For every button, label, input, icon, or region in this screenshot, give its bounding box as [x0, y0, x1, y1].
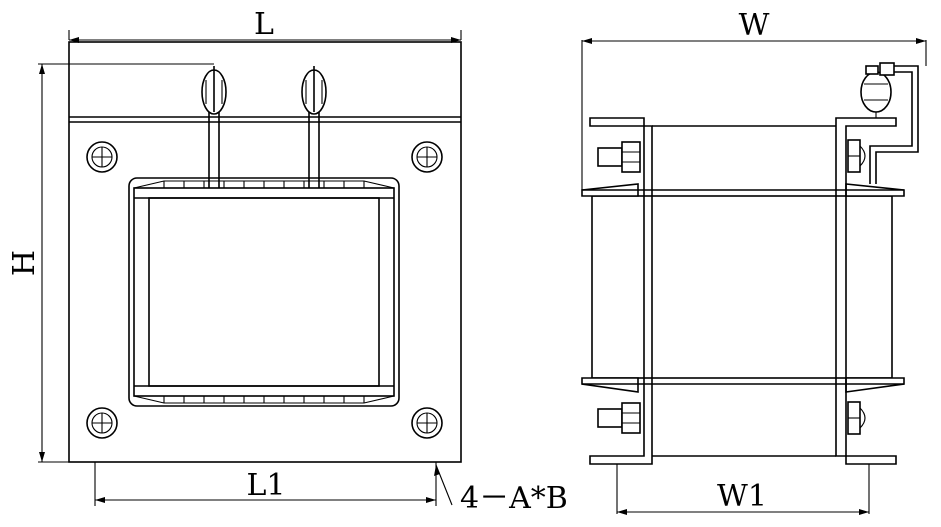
screw-top-left	[86, 141, 118, 173]
holes-callout: 4－A*B	[434, 464, 568, 516]
screw-bottom-right	[411, 407, 443, 439]
bracket-left	[589, 117, 653, 465]
terminal-right	[301, 66, 327, 115]
bracket-right	[835, 117, 897, 465]
label-l: L	[254, 7, 274, 42]
bolt-upper-left	[597, 141, 641, 173]
label-w: W	[739, 8, 770, 43]
lower-flange	[581, 377, 905, 393]
front-plate	[68, 41, 462, 463]
screw-top-right	[411, 141, 443, 173]
upper-flange	[581, 183, 905, 197]
dimension-w1: W1	[616, 464, 870, 515]
dimension-h: H	[7, 63, 214, 463]
dimension-l1: L1	[94, 462, 437, 506]
nut-upper-right	[847, 139, 866, 173]
nut-lower-right	[847, 401, 866, 435]
label-h: H	[7, 250, 42, 276]
label-holes: 4－A*B	[460, 481, 568, 516]
front-view: L H L1 4－A*B	[7, 7, 568, 516]
label-l1: L1	[246, 468, 285, 503]
bolt-lower-left	[597, 402, 641, 434]
dimension-l: L	[68, 7, 462, 43]
side-terminal	[860, 62, 919, 184]
coil-body	[591, 195, 893, 379]
side-view: W	[581, 8, 927, 515]
screw-bottom-left	[86, 407, 118, 439]
label-w1: W1	[717, 479, 767, 514]
coil-bobbin	[128, 177, 400, 407]
dimension-w: W	[581, 8, 927, 190]
terminal-left	[201, 66, 227, 115]
